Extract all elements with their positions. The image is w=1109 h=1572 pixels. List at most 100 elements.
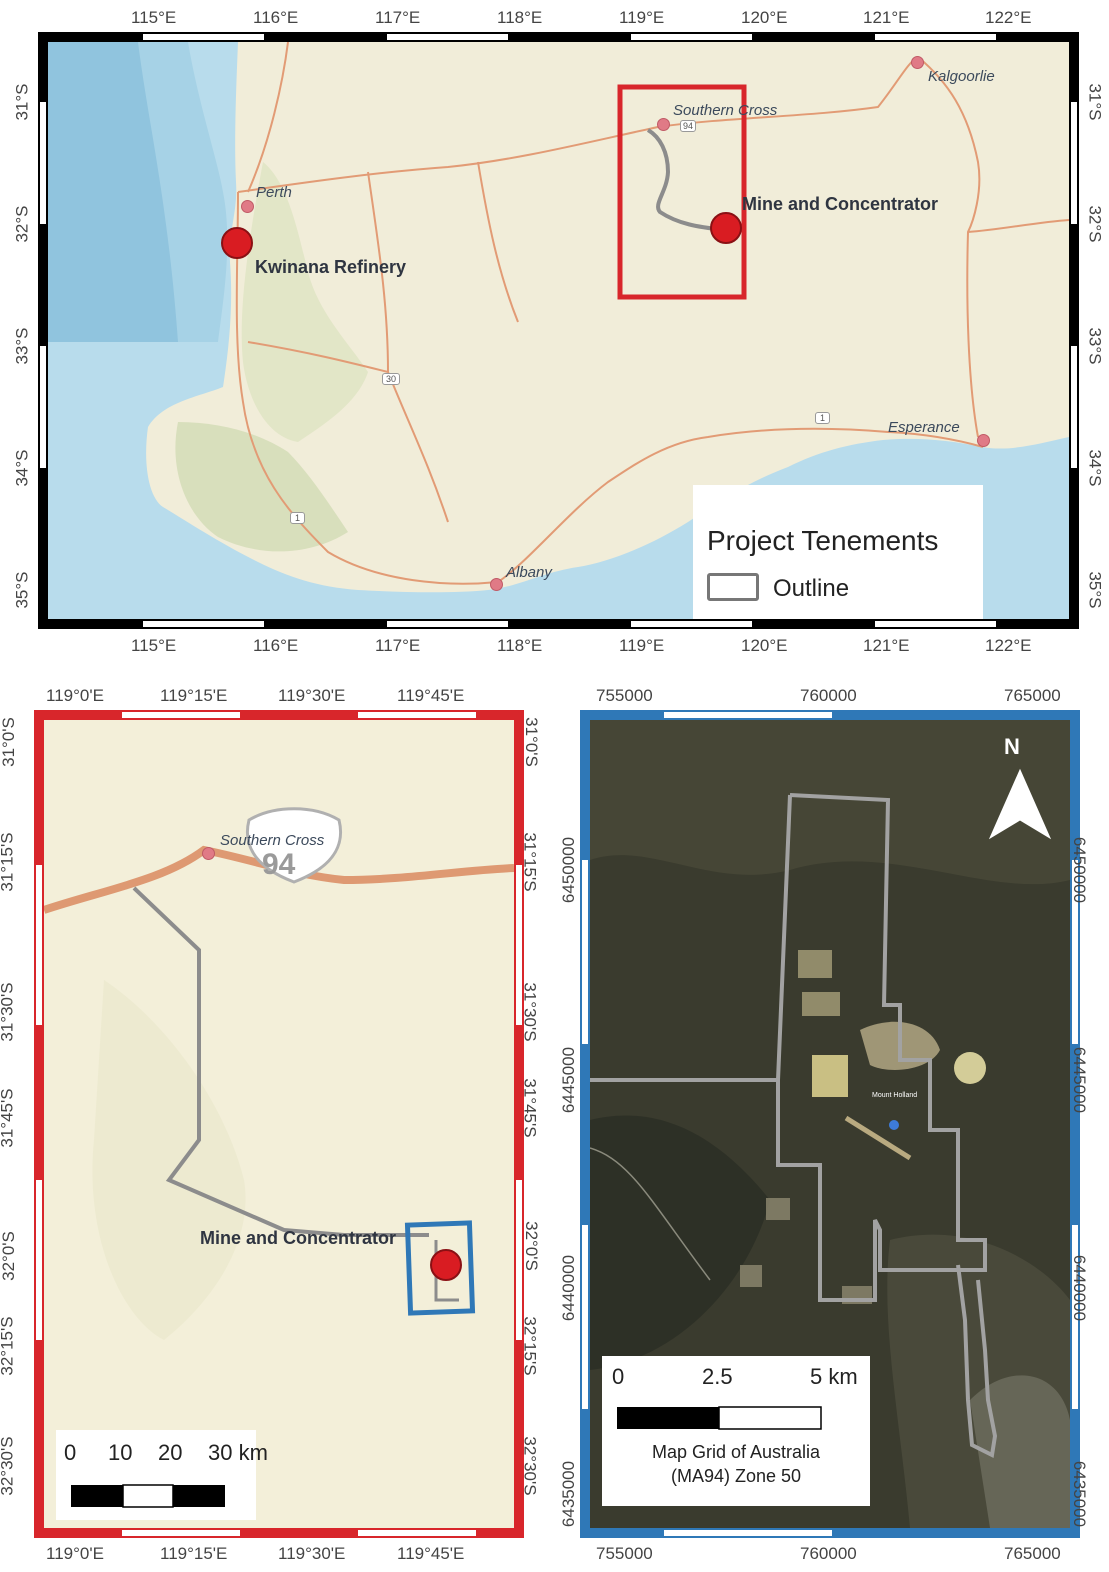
detail-north-tick-6435000-left: 6435000 <box>559 1460 579 1528</box>
top-lon-tick-117-top: 117°E <box>375 8 421 27</box>
detail-north-tick-6445000-right: 6445000 <box>1070 1046 1090 1114</box>
site-label-kwinana-refinery: Kwinana Refinery <box>255 257 407 277</box>
inset-lon-tick-119-30-top: 119°30'E <box>278 686 346 705</box>
detail-scale-segments <box>617 1406 822 1430</box>
detail-scale-label-5-km: 5 km <box>810 1364 858 1389</box>
inset-lat-tick-32-15-left: 32°15'S <box>0 1316 17 1376</box>
top-lon-tick-116-top: 116°E <box>253 8 299 27</box>
inset-lon-tick-119-15-top: 119°15'E <box>160 686 228 705</box>
top-lon-tick-117-bottom: 117°E <box>375 636 421 655</box>
legend-outline-label: Outline <box>773 575 850 602</box>
top-lat-tick-33-left: 33°S <box>12 327 32 365</box>
top-lat-tick-33-right: 33°S <box>1085 327 1105 365</box>
detail-east-tick-765000-bottom: 765000 <box>1004 1544 1061 1563</box>
top-lat-tick-31-right: 31°S <box>1085 83 1105 121</box>
detail-north-tick-6445000-left: 6445000 <box>559 1046 579 1114</box>
inset-lat-tick-31-15-right: 31°15'S <box>520 832 540 892</box>
inset-town-marker-southern-cross <box>202 847 215 860</box>
inset-map-basemap <box>44 720 514 1528</box>
top-lon-tick-119-bottom: 119°E <box>619 636 665 655</box>
detail-scale-label-2-5: 2.5 <box>702 1364 733 1389</box>
top-lon-tick-115-bottom: 115°E <box>131 636 177 655</box>
map-legend: Project Tenements Outline <box>693 485 983 619</box>
inset-lat-tick-31-0-left: 31°0'S <box>0 717 18 767</box>
town-marker-kalgoorlie <box>911 56 924 69</box>
town-label-esperance: Esperance <box>888 419 960 436</box>
top-lon-tick-121-top: 121°E <box>863 8 910 27</box>
town-label-southern-cross: Southern Cross <box>673 102 778 119</box>
legend-title: Project Tenements <box>707 525 939 556</box>
town-label-albany: Albany <box>506 564 552 581</box>
town-marker-perth <box>241 200 254 213</box>
inset-scale-label-30-km: 30 km <box>208 1440 268 1465</box>
inset-lon-tick-119-30-bottom: 119°30'E <box>278 1544 346 1563</box>
inset-scale-label-10: 10 <box>108 1440 133 1465</box>
detail-grid-note-line-2: (MA94) Zone 50 <box>670 1466 802 1486</box>
inset-site-label-mine-concentrator: Mine and Concentrator <box>200 1228 397 1248</box>
site-label-mine-concentrator: Mine and Concentrator <box>742 194 939 214</box>
road-shield-94: 94 <box>680 120 697 132</box>
inset-lon-tick-119-45-bottom: 119°45'E <box>397 1544 465 1563</box>
inset-lat-tick-31-45-left: 31°45'S <box>0 1088 17 1148</box>
inset-lat-tick-31-45-right: 31°45'S <box>520 1078 540 1138</box>
road-shield-1-south: 1 <box>290 512 306 524</box>
road-shield-1-east: 1 <box>815 412 831 424</box>
site-marker-kwinana-refinery <box>221 227 253 259</box>
detail-airstrip-label: Mount Holland <box>872 1092 918 1099</box>
detail-north-tick-6450000-left: 6450000 <box>559 836 579 904</box>
inset-road-shield-94: 94 <box>262 848 296 881</box>
top-lon-tick-115-top: 115°E <box>131 8 177 27</box>
inset-lat-tick-31-30-left: 31°30'S <box>0 982 17 1042</box>
inset-scale-segments <box>71 1484 225 1508</box>
detail-north-tick-6440000-right: 6440000 <box>1070 1254 1090 1322</box>
top-lon-tick-122-top: 122°E <box>985 8 1032 27</box>
inset-site-marker-mine-concentrator <box>430 1249 462 1281</box>
inset-lat-tick-32-30-right: 32°30'S <box>520 1436 540 1496</box>
top-lat-tick-31-left: 31°S <box>12 83 32 121</box>
inset-lat-tick-32-15-right: 32°15'S <box>520 1316 540 1376</box>
inset-lon-tick-119-15-bottom: 119°15'E <box>160 1544 228 1563</box>
top-lon-tick-119-top: 119°E <box>619 8 665 27</box>
site-marker-mine-concentrator <box>710 212 742 244</box>
road-shield-30: 30 <box>382 373 401 385</box>
inset-scale-label-20: 20 <box>158 1440 183 1465</box>
top-lat-tick-32-right: 32°S <box>1085 205 1105 243</box>
inset-lon-tick-119-45-top: 119°45'E <box>397 686 465 705</box>
detail-east-tick-765000-top: 765000 <box>1004 686 1061 705</box>
inset-lon-tick-119-0-top: 119°0'E <box>46 686 104 705</box>
detail-east-tick-760000-bottom: 760000 <box>800 1544 857 1563</box>
town-label-perth: Perth <box>256 184 292 201</box>
inset-lat-tick-32-0-right: 32°0'S <box>521 1221 541 1271</box>
inset-lat-tick-31-15-left: 31°15'S <box>0 832 17 892</box>
town-marker-albany <box>490 578 503 591</box>
detail-north-tick-6435000-right: 6435000 <box>1070 1460 1090 1528</box>
detail-scale-label-0: 0 <box>612 1364 625 1389</box>
top-overview-map: 94 30 1 1 Kalgoorlie Southern Cross Pert… <box>48 42 1069 619</box>
detail-east-tick-760000-top: 760000 <box>800 686 857 705</box>
north-arrow-label: N <box>1004 734 1020 759</box>
legend-outline-swatch <box>707 573 759 601</box>
top-lon-tick-118-top: 118°E <box>497 8 543 27</box>
top-lon-tick-116-bottom: 116°E <box>253 636 299 655</box>
detail-grid-note-line-1: Map Grid of Australia <box>651 1442 821 1462</box>
town-label-kalgoorlie: Kalgoorlie <box>928 68 995 85</box>
detail-east-tick-755000-top: 755000 <box>596 686 653 705</box>
top-lon-tick-121-bottom: 121°E <box>863 636 910 655</box>
inset-lat-tick-32-30-left: 32°30'S <box>0 1436 17 1496</box>
town-marker-esperance <box>977 434 990 447</box>
top-lon-tick-118-bottom: 118°E <box>497 636 543 655</box>
top-lat-tick-32-left: 32°S <box>12 205 32 243</box>
inset-scale-bar: 0 10 20 30 km <box>56 1430 268 1520</box>
town-marker-southern-cross <box>657 118 670 131</box>
detail-north-tick-6440000-left: 6440000 <box>559 1254 579 1322</box>
inset-lat-tick-31-0-right: 31°0'S <box>521 717 541 767</box>
top-lon-tick-120-bottom: 120°E <box>741 636 788 655</box>
top-lat-tick-35-right: 35°S <box>1085 571 1105 609</box>
top-lon-tick-120-top: 120°E <box>741 8 788 27</box>
inset-town-label-southern-cross: Southern Cross <box>220 832 325 849</box>
top-lat-tick-35-left: 35°S <box>12 571 32 609</box>
top-lat-tick-34-left: 34°S <box>12 449 32 487</box>
inset-lat-tick-32-0-left: 32°0'S <box>0 1231 18 1281</box>
inset-map-southern-cross: 94 Southern Cross Mine and Concentrator <box>44 720 514 1528</box>
inset-lon-tick-119-0-bottom: 119°0'E <box>46 1544 104 1563</box>
